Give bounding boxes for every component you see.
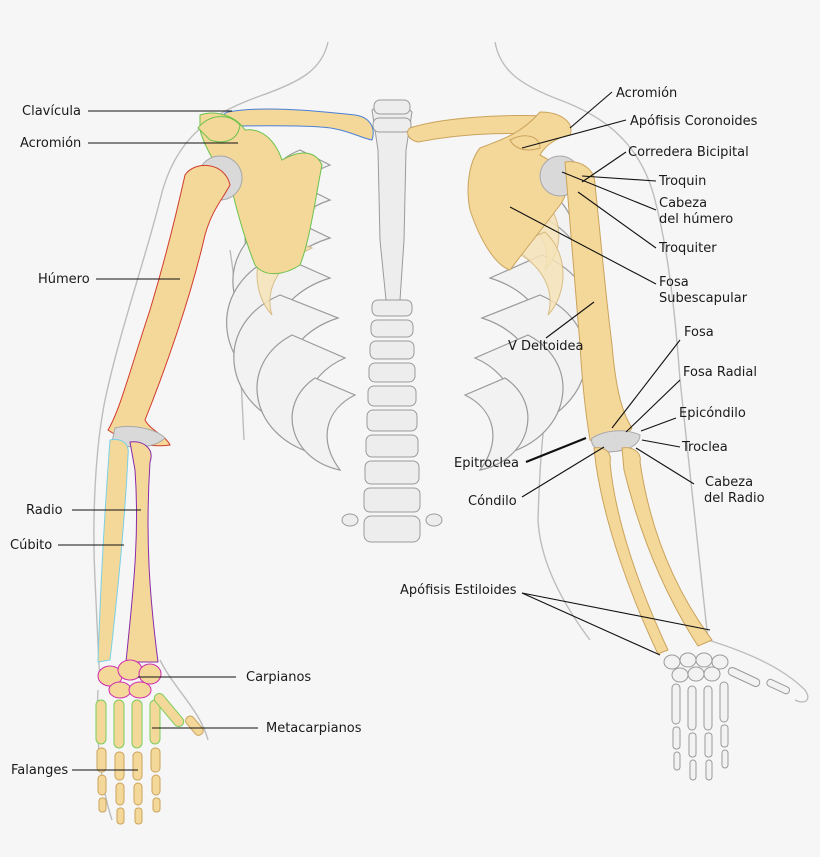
left-phalanges bbox=[96, 715, 204, 825]
label-cabeza-humero-line2: del húmero bbox=[659, 212, 733, 227]
label-cabeza-radio-line1: Cabeza bbox=[705, 475, 753, 490]
label-cabeza-radio-line2: del Radio bbox=[704, 491, 765, 506]
left-acromion bbox=[197, 116, 241, 143]
label-epitroclea: Epitroclea bbox=[454, 456, 519, 471]
label-corredera-bicipital: Corredera Bicipital bbox=[628, 145, 749, 160]
right-hand bbox=[663, 652, 791, 781]
label-fosa-subescapular-line1: Fosa bbox=[659, 275, 689, 290]
left-radius bbox=[125, 441, 159, 663]
label-fosa-radial: Fosa Radial bbox=[683, 365, 757, 380]
label-clavicula: Clavícula bbox=[22, 104, 81, 119]
label-apofisis-coronoides: Apófisis Coronoides bbox=[630, 114, 758, 129]
label-fosa: Fosa bbox=[684, 325, 714, 340]
label-humero: Húmero bbox=[38, 272, 90, 287]
label-condilo: Cóndilo bbox=[468, 494, 517, 509]
right-radius bbox=[621, 447, 713, 647]
label-radio: Radio bbox=[26, 503, 63, 518]
leader-lines bbox=[58, 91, 711, 771]
label-troclea: Troclea bbox=[681, 440, 728, 455]
label-epicondilo: Epicóndilo bbox=[679, 406, 746, 421]
right-coracoid bbox=[509, 135, 541, 151]
label-troquin: Troquin bbox=[658, 174, 706, 189]
label-acromion-left: Acromión bbox=[20, 136, 81, 151]
right-ulna bbox=[593, 447, 669, 655]
label-troquiter: Troquiter bbox=[658, 241, 717, 256]
left-ulna bbox=[97, 439, 129, 663]
label-v-deltoidea: V Deltoidea bbox=[508, 339, 584, 354]
label-falanges: Falanges bbox=[11, 763, 68, 778]
left-metacarpals bbox=[95, 693, 185, 749]
label-metacarpianos: Metacarpianos bbox=[266, 721, 362, 736]
label-carpianos: Carpianos bbox=[246, 670, 311, 685]
label-fosa-subescapular-line2: Subescapular bbox=[659, 291, 748, 306]
label-apofisis-estiloides: Apófisis Estiloides bbox=[400, 583, 517, 598]
label-acromion-right: Acromión bbox=[616, 86, 677, 101]
vertebral-column bbox=[341, 99, 443, 543]
label-cubito: Cúbito bbox=[10, 538, 52, 553]
left-humerus bbox=[107, 164, 231, 447]
left-carpals bbox=[97, 659, 162, 699]
label-cabeza-humero-line1: Cabeza bbox=[659, 196, 707, 211]
